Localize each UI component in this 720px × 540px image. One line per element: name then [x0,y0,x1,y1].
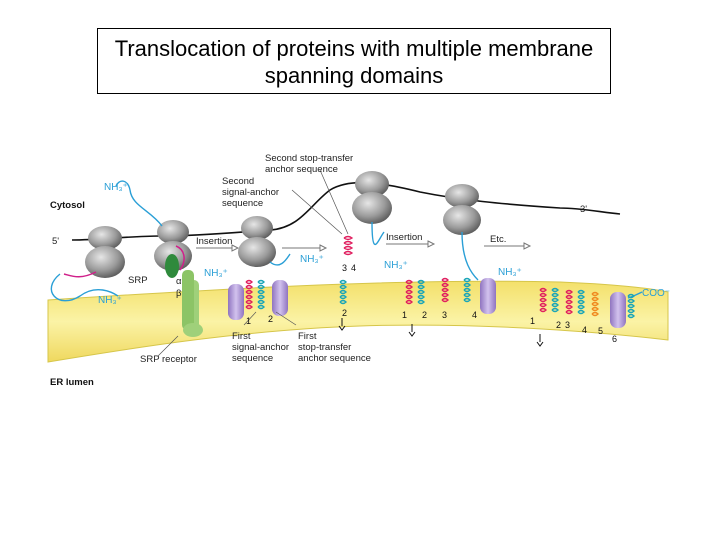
first-signal-anchor-line2: signal-anchor [232,342,289,353]
five-prime-label: 5' [52,236,59,247]
helix-s4-1 [405,279,413,305]
srp-label: SRP [128,275,148,286]
glycosylation-marks [338,318,544,347]
er-lumen-label: ER lumen [50,377,94,388]
nascent-chain-5 [461,231,479,281]
nh3-label-stage2: NH₃⁺ [204,268,228,279]
callout-lines [157,169,349,357]
nh3-label-stage3: NH₃⁺ [300,254,324,265]
translocon-stage2 [228,280,288,320]
segment-number: 3 [442,310,447,320]
segment-number: 1 [246,316,251,326]
ribosome-5 [443,184,481,235]
srp-receptor-label: SRP receptor [140,354,197,365]
helix-s2-1 [245,279,253,310]
ribosome-1 [85,226,125,278]
segment-number: 1 [530,316,535,326]
second-signal-anchor-line1: Second [222,176,254,187]
nascent-chain-3 [269,253,291,266]
helix-s5-4 [577,289,585,315]
nh3-label-top: NH₃⁺ [104,182,128,193]
translocon-stage4 [480,278,496,314]
helix-s5-5 [591,291,599,317]
process-arrows [196,240,532,252]
signal-chain-stage2 [175,245,185,271]
helix-s4-3 [441,277,449,303]
translocon-stage5 [610,292,626,328]
er-membrane [47,280,669,363]
srp-particle [165,254,179,278]
segment-number: 4 [582,325,587,335]
first-stop-transfer-line1: First [298,331,317,342]
segment-number: 1 [402,310,407,320]
segment-number: 4 [351,263,356,273]
first-signal-anchor-line1: First [232,331,251,342]
segment-number: 2 [268,314,273,324]
coo-label: COO⁻ [642,288,670,299]
first-stop-transfer-line3: anchor sequence [298,353,371,364]
segment-number: 5 [598,326,603,336]
helix-s5-6 [627,293,635,319]
alpha-label: α [176,276,182,287]
helix-s3-2 [339,279,347,305]
ribosome-4 [352,171,392,224]
signal-chain-stage1 [63,271,97,278]
segment-number: 6 [612,334,617,344]
segment-number: 2 [556,320,561,330]
cytosol-label: Cytosol [50,200,85,211]
nh3-label-srp: NH₃⁺ [98,295,122,306]
second-signal-anchor-line2: signal-anchor [222,187,279,198]
helix-s5-2 [551,287,559,313]
nh3-label-stage4: NH₃⁺ [384,260,408,271]
helix-s4-4 [463,277,471,303]
helix-s4-2 [417,279,425,305]
helix-s5-1 [539,287,547,313]
segment-number: 3 [565,320,570,330]
helix-s5-3 [565,289,573,315]
helix-coils [245,235,635,319]
helix-s3-34 [343,235,354,256]
helix-s2-2 [257,279,265,310]
slide-title: Translocation of proteins with multiple … [97,28,611,94]
nascent-chain-2 [115,180,163,227]
beta-label: β [176,288,182,299]
nascent-chain-1 [50,273,119,302]
second-stop-transfer-line2: anchor sequence [265,164,338,175]
etc-label: Etc. [490,234,506,245]
segment-number: 3 [342,263,347,273]
first-signal-anchor-line3: sequence [232,353,273,364]
srp-receptor [182,270,203,337]
title-line-1: Translocation of proteins with multiple … [114,36,594,61]
mrna-strand [71,181,621,241]
nascent-chain-4 [371,221,385,246]
nh3-label-stage5: NH₃⁺ [498,267,522,278]
ribosome-3 [238,216,276,267]
three-prime-label: 3' [580,204,587,215]
second-signal-anchor-line3: sequence [222,198,263,209]
segment-number: 2 [422,310,427,320]
second-stop-transfer-line1: Second stop-transfer [265,153,353,164]
insertion-label-2: Insertion [386,232,422,243]
segment-number: 2 [342,308,347,318]
first-stop-transfer-line2: stop-transfer [298,342,351,353]
insertion-label-1: Insertion [196,236,232,247]
title-line-2: spanning domains [264,63,444,88]
segment-number: 4 [472,310,477,320]
